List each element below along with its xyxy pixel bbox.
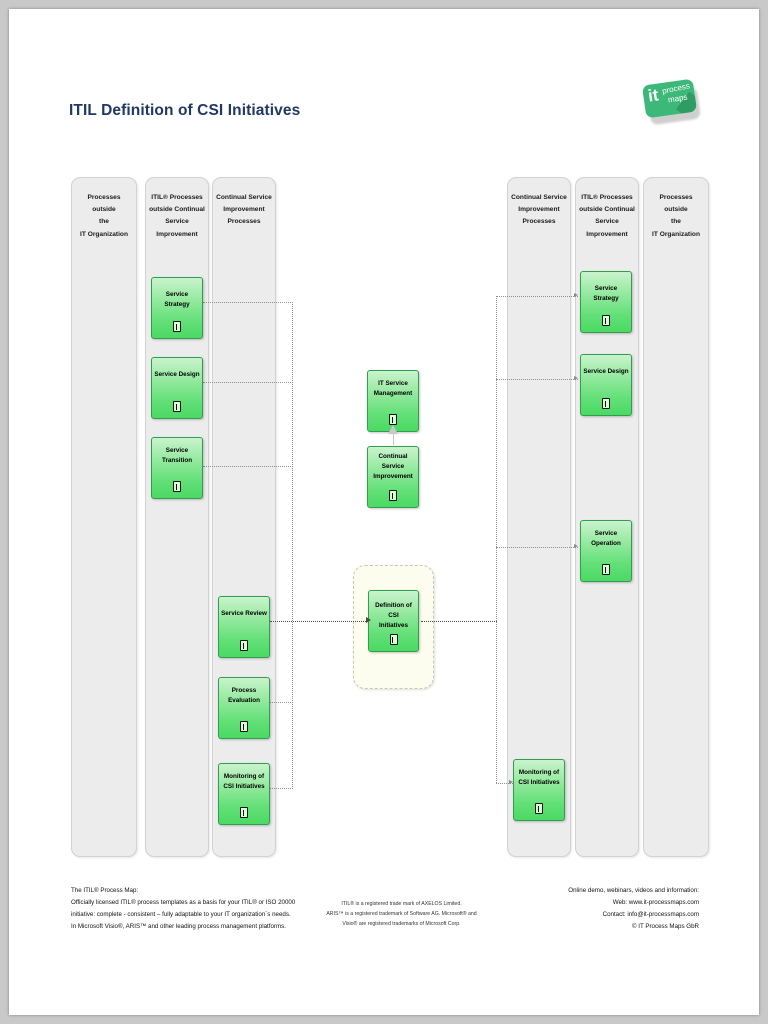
footer-left-text: The ITIL® Process Map:Officially license… <box>71 887 296 931</box>
it-process-maps-logo: it process maps <box>641 78 701 126</box>
diagram-page: ITIL Definition of CSI Initiatives it pr… <box>9 9 759 1015</box>
node-service-strategy-right[interactable]: Service Strategy <box>580 271 632 333</box>
connector-service-review-to-definition <box>270 621 368 622</box>
document-icon[interactable] <box>602 564 610 575</box>
connector-to-service-strategy-right <box>496 296 578 297</box>
document-icon[interactable] <box>173 321 181 332</box>
connector-service-transition-left <box>203 466 293 467</box>
document-icon[interactable] <box>240 807 248 818</box>
document-icon[interactable] <box>240 721 248 732</box>
node-label: Service Review <box>221 610 267 617</box>
document-icon[interactable] <box>389 414 397 425</box>
connector-process-evaluation <box>270 702 293 703</box>
arrowhead-into-definition <box>366 617 371 623</box>
node-service-review[interactable]: Service Review <box>218 596 270 658</box>
footer-contact: Online demo, webinars, videos and inform… <box>568 887 699 931</box>
document-icon[interactable] <box>535 803 543 814</box>
connector-monitoring-csi-left <box>270 788 293 789</box>
node-label: Service Strategy <box>164 291 190 308</box>
connector-to-service-design-right <box>496 379 578 380</box>
document-icon[interactable] <box>240 640 248 651</box>
connector-left-bus <box>292 302 293 789</box>
document-icon[interactable] <box>602 398 610 409</box>
arrowhead-service-strategy-right <box>574 293 578 297</box>
node-service-design-right[interactable]: Service Design <box>580 354 632 416</box>
footer-trademarks: ITIL® is a registered trade mark of AXEL… <box>326 901 477 928</box>
node-label: Service Strategy <box>593 285 619 302</box>
arrowhead-service-operation-right <box>574 544 578 548</box>
document-icon[interactable] <box>173 401 181 412</box>
generalization-triangle-icon <box>388 425 398 434</box>
connector-right-bus <box>496 296 497 783</box>
page-title: ITIL Definition of CSI Initiatives <box>69 102 301 119</box>
connector-to-monitoring-csi-right <box>496 783 513 784</box>
arrowhead-monitoring-csi-right <box>509 780 513 784</box>
connector-csi-to-itsm <box>393 433 394 445</box>
node-service-design-left[interactable]: Service Design <box>151 357 203 419</box>
document-icon[interactable] <box>602 315 610 326</box>
arrowhead-service-design-right <box>574 376 578 380</box>
node-label: Service Design <box>583 368 629 375</box>
connector-definition-to-right-bus <box>421 621 497 622</box>
logo-text-it: it <box>646 85 660 106</box>
node-label: Service Design <box>154 371 200 378</box>
node-service-strategy-left[interactable]: Service Strategy <box>151 277 203 339</box>
document-icon[interactable] <box>173 481 181 492</box>
document-icon[interactable] <box>389 634 398 645</box>
connector-service-design-left <box>203 382 293 383</box>
connector-service-strategy-left <box>203 302 293 303</box>
connector-to-service-operation-right <box>496 547 578 548</box>
document-icon[interactable] <box>389 490 397 501</box>
